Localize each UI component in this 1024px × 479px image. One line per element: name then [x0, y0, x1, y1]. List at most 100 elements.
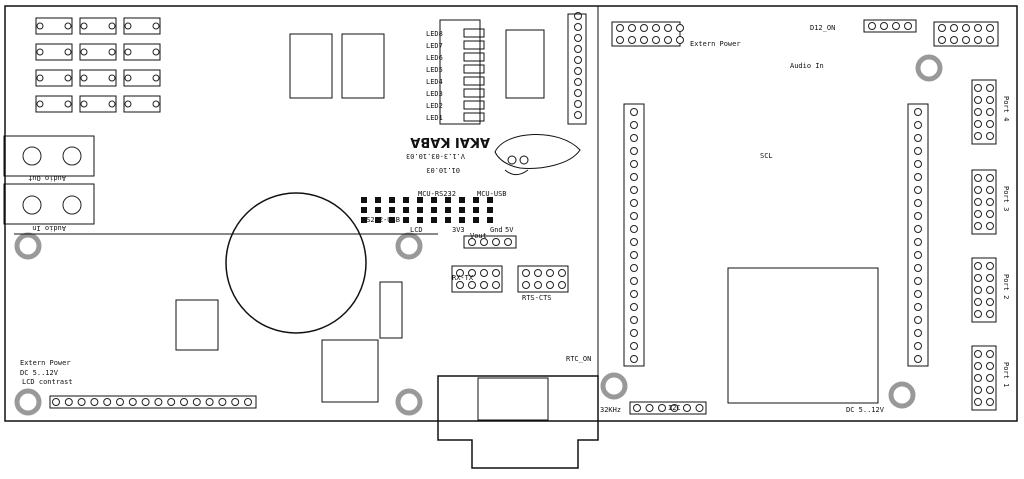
led-body	[463, 88, 485, 98]
header-pin	[218, 398, 227, 406]
i2c-header	[863, 19, 917, 33]
mount-hole	[888, 381, 916, 409]
reset-label: RTC_ON	[566, 355, 591, 363]
port-header	[971, 169, 997, 235]
led-body	[463, 40, 485, 50]
port-header-top	[933, 21, 999, 47]
push-button	[123, 43, 161, 61]
header-pin	[914, 134, 922, 142]
header-pin	[676, 36, 684, 44]
header-pin	[628, 36, 636, 44]
jumper-pin	[431, 197, 437, 203]
header-pin	[154, 398, 163, 406]
header-pin	[574, 67, 582, 75]
jumper-pin	[417, 197, 423, 203]
header-pin	[986, 186, 994, 194]
led-label: LED6	[426, 54, 443, 62]
header-pin	[504, 238, 512, 246]
header-pin	[630, 329, 638, 337]
mcu-headers	[623, 103, 929, 367]
push-button	[35, 17, 73, 35]
header-pin	[986, 174, 994, 182]
header-pin	[986, 286, 994, 294]
header-pin	[64, 398, 73, 406]
header-pin	[914, 303, 922, 311]
header-pin	[986, 36, 994, 44]
port-header	[971, 345, 997, 411]
header-pin	[574, 89, 582, 97]
header-pin	[633, 404, 641, 412]
led-label: LED8	[426, 30, 443, 38]
jack-pin	[62, 146, 82, 166]
vout-header	[463, 235, 517, 249]
header-pin	[974, 24, 982, 32]
header-pin	[574, 23, 582, 31]
jumper-pin	[389, 217, 395, 223]
header-pin	[630, 277, 638, 285]
xtal-label: SCL	[760, 152, 773, 160]
button-pad	[124, 74, 132, 82]
button-pad	[124, 100, 132, 108]
header-pin	[244, 398, 252, 406]
header-pin	[480, 238, 488, 246]
header-pin	[683, 404, 691, 412]
rtc-on-label: Extern Power	[690, 40, 741, 48]
port-header-top	[611, 21, 681, 47]
header-pin	[914, 316, 922, 324]
header-pin	[468, 238, 476, 246]
isp-header	[629, 401, 707, 415]
mcu-header-right	[907, 103, 929, 367]
isp1-label: 32KHz	[600, 406, 621, 414]
mount-hole	[14, 388, 42, 416]
i2c-label: D12_ON	[810, 24, 835, 32]
led-body	[463, 52, 485, 62]
rxtx-label: RX-TX	[452, 274, 474, 282]
header-pin	[103, 398, 112, 406]
header-pin	[986, 298, 994, 306]
header-pin	[914, 212, 922, 220]
board-version: V.1.3-03.10.03	[406, 152, 465, 160]
header-pin	[630, 342, 638, 350]
push-button	[79, 17, 117, 35]
header-pin	[962, 24, 970, 32]
speaker-outline	[225, 192, 367, 334]
button-pad	[36, 48, 44, 56]
header-pin	[558, 269, 566, 277]
lcd-header-outline	[49, 395, 257, 409]
header-pin	[974, 350, 982, 358]
button-pad	[108, 22, 116, 30]
header-pin	[574, 45, 582, 53]
header-pin	[468, 281, 476, 289]
led-label: LED1	[426, 114, 443, 122]
header-pin	[986, 398, 994, 406]
push-button	[79, 69, 117, 87]
header-pin	[492, 238, 500, 246]
header-pin	[116, 398, 124, 406]
port-label: Port 1	[1002, 362, 1010, 387]
ic-d12	[289, 33, 333, 99]
header-pin	[695, 404, 704, 412]
gnd-label: Gnd	[490, 226, 503, 234]
header-pin	[986, 262, 994, 270]
header-pin	[986, 198, 994, 206]
header-pin	[974, 186, 982, 194]
header-pin	[914, 147, 922, 155]
header-pin	[630, 108, 638, 116]
mount-hole	[915, 54, 943, 82]
header-pin	[974, 198, 982, 206]
board-outline	[4, 5, 1018, 422]
header-pin	[986, 24, 994, 32]
push-button	[35, 43, 73, 61]
header-pin	[630, 186, 638, 194]
mount-hole	[395, 388, 423, 416]
rxtx-header	[451, 265, 503, 293]
jumper-pin	[389, 197, 395, 203]
jumper-pin	[389, 207, 395, 213]
header-pin	[986, 274, 994, 282]
header-pin	[986, 362, 994, 370]
push-button	[123, 69, 161, 87]
header-pin	[167, 398, 176, 406]
button-pad	[36, 74, 44, 82]
mcu-rs232-label: MCU-RS232	[418, 190, 456, 198]
header-pin	[534, 269, 542, 277]
